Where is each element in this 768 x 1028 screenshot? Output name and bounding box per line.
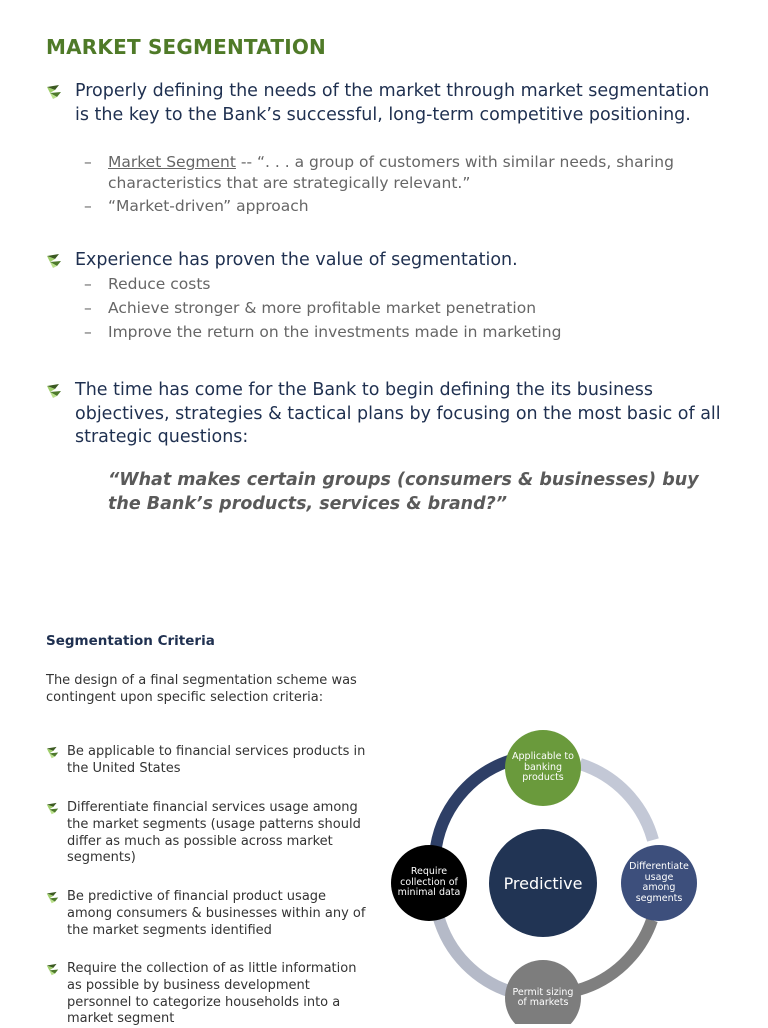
green-arrow-bullet-icon [46, 802, 59, 815]
bullet-text: The time has come for the Bank to begin … [75, 380, 721, 447]
node-differentiate: Differentiate usage among segments [621, 845, 697, 921]
bullet-time-has-come: The time has come for the Bank to begin … [46, 379, 726, 450]
cycle-ring [429, 754, 659, 999]
sub-bullet-market-segment: – Market Segment -- “. . . a group of cu… [84, 152, 704, 194]
market-segment-term: Market Segment [108, 153, 236, 171]
dash-marker: – [84, 323, 92, 341]
bullet-experience: Experience has proven the value of segme… [46, 249, 726, 273]
market-segment-definition: -- “. . . a group of customers with simi… [108, 153, 674, 192]
sub-bullet-text: Achieve stronger & more profitable marke… [108, 299, 537, 317]
ring-arc-top-left [429, 754, 514, 856]
page-title: MARKET SEGMENTATION [46, 35, 326, 59]
bullet-market-needs: Properly defining the needs of the marke… [46, 80, 726, 127]
node-applicable: Applicable to banking products [505, 730, 581, 806]
dash-marker: – [84, 197, 92, 215]
dash-marker: – [84, 275, 92, 293]
criteria-heading: Segmentation Criteria [46, 633, 215, 649]
segmentation-cycle-diagram: Predictive Applicable to banking product… [380, 715, 720, 1024]
criteria-item-text: Be predictive of financial product usage… [67, 889, 366, 938]
criteria-intro: The design of a final segmentation schem… [46, 673, 357, 705]
sub-bullet-text: “Market-driven” approach [108, 197, 309, 215]
green-arrow-bullet-icon [46, 383, 62, 399]
green-arrow-bullet-icon [46, 746, 59, 759]
ring-arc-bottom-right [576, 917, 658, 996]
dash-marker: – [84, 153, 92, 171]
green-arrow-bullet-icon [46, 963, 59, 976]
green-arrow-bullet-icon [46, 84, 62, 100]
node-require-collection: Require collection of minimal data [391, 845, 467, 921]
sub-bullet-market-driven: – “Market-driven” approach [84, 196, 704, 217]
sub-bullet-text: Improve the return on the investments ma… [108, 323, 562, 341]
sub-bullet-text: Market Segment -- “. . . a group of cust… [108, 152, 704, 194]
sub-bullet-penetration: – Achieve stronger & more profitable mar… [84, 298, 704, 319]
ring-arc-top-right [578, 758, 659, 842]
criteria-item: Differentiate financial services usage a… [46, 800, 371, 867]
criteria-item: Be predictive of financial product usage… [46, 889, 371, 939]
criteria-item: Require the collection of as little info… [46, 961, 371, 1028]
center-node-predictive: Predictive [489, 829, 597, 937]
sub-bullet-reduce-costs: – Reduce costs [84, 274, 704, 295]
bullet-text: Experience has proven the value of segme… [75, 250, 518, 270]
green-arrow-bullet-icon [46, 891, 59, 904]
criteria-item-text: Be applicable to financial services prod… [67, 744, 366, 776]
key-question-quote: “What makes certain groups (consumers & … [108, 470, 699, 514]
criteria-item-text: Require the collection of as little info… [67, 961, 357, 1027]
sub-bullet-text: Reduce costs [108, 275, 211, 293]
sub-bullet-return: – Improve the return on the investments … [84, 322, 704, 343]
node-permit-sizing: Permit sizing of markets [505, 960, 581, 1024]
green-arrow-bullet-icon [46, 253, 62, 269]
criteria-item: Be applicable to financial services prod… [46, 744, 371, 778]
criteria-item-text: Differentiate financial services usage a… [67, 800, 361, 866]
dash-marker: – [84, 299, 92, 317]
bullet-text: Properly defining the needs of the marke… [75, 81, 710, 125]
ring-arc-bottom-left [432, 913, 517, 999]
